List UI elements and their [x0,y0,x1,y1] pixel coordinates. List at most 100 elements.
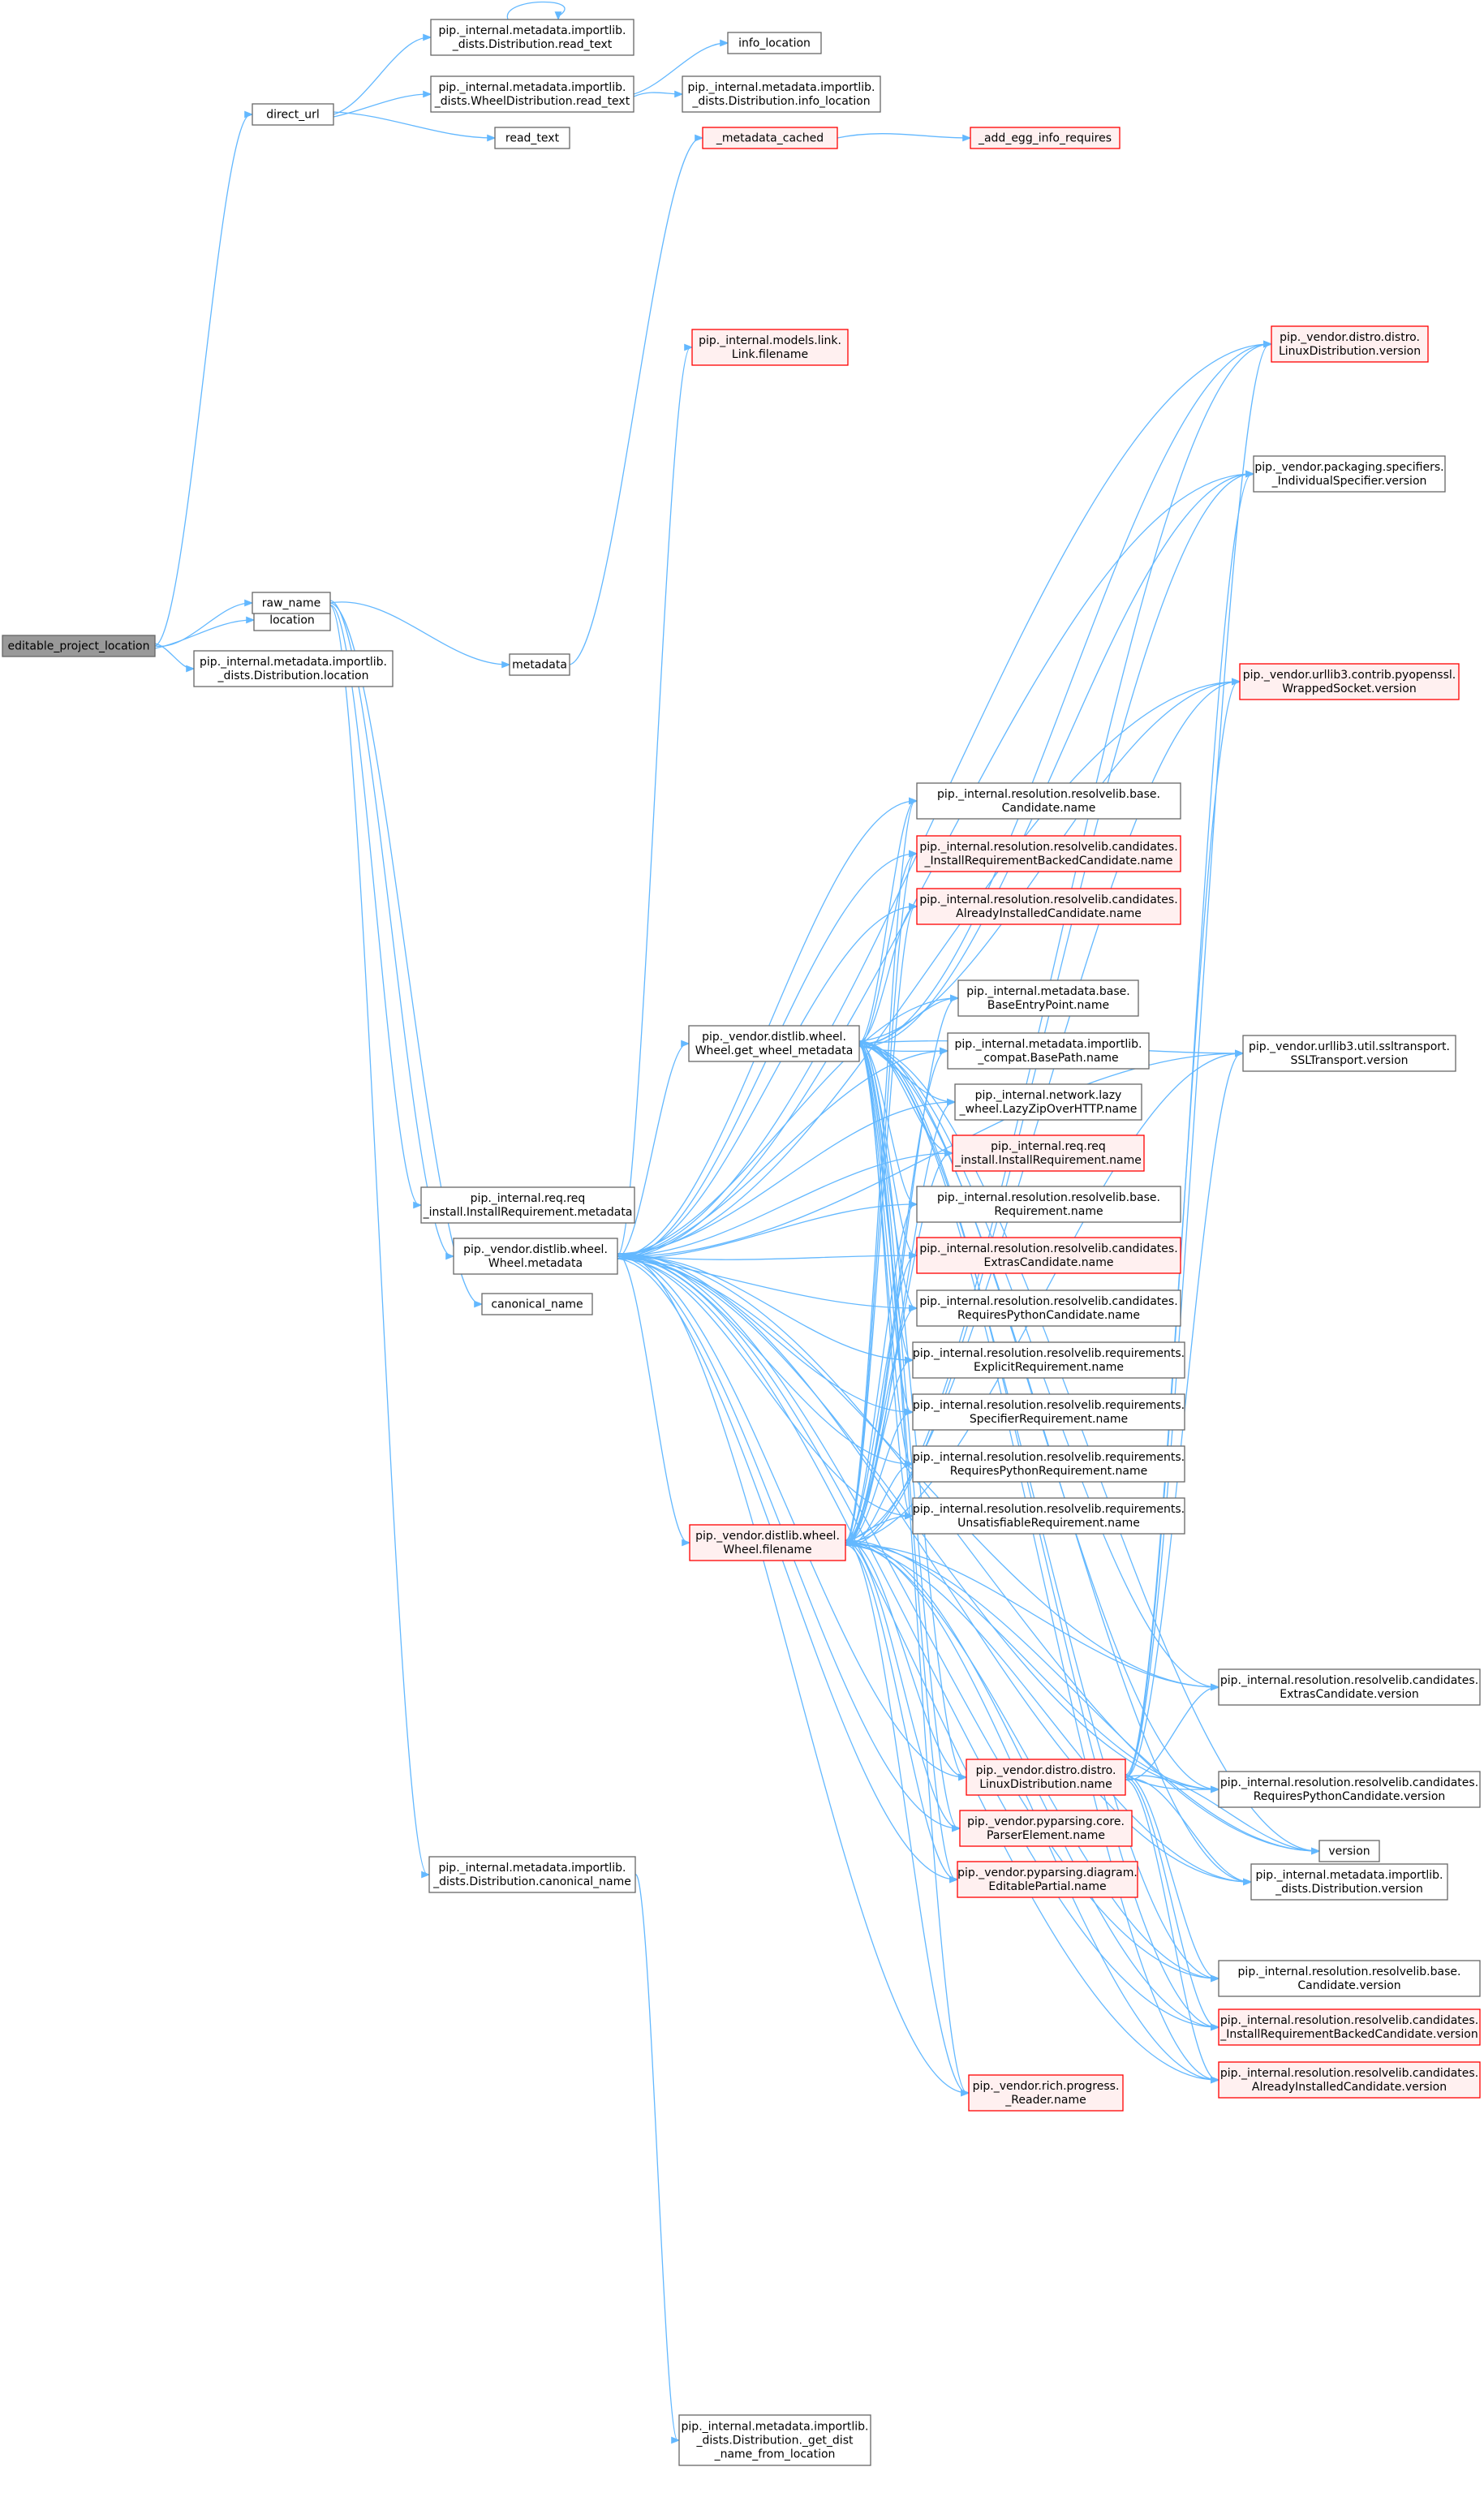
node-add-egg-info[interactable]: _add_egg_info_requires [970,127,1121,149]
node-reader-name[interactable]: pip._vendor.rich.progress._Reader.name [968,2074,1124,2112]
node-already-installed-version[interactable]: pip._internal.resolution.resolvelib.cand… [1218,2061,1481,2099]
node-info-location[interactable]: info_location [727,32,822,54]
node-already-installed-name[interactable]: pip._internal.resolution.resolvelib.cand… [916,888,1181,925]
edge-linux-dist-name-to-extras-candidate-version [1125,1683,1220,1780]
node-wrapped-socket-version[interactable]: pip._vendor.urllib3.contrib.pyopenssl.Wr… [1239,663,1460,700]
node-label: pip._internal.metadata.importlib. [439,1862,626,1875]
node-compat-basepath-name[interactable]: pip._internal.metadata.importlib._compat… [947,1032,1150,1070]
node-parser-element-name[interactable]: pip._vendor.pyparsing.core.ParserElement… [959,1810,1133,1847]
node-link-filename[interactable]: pip._internal.models.link.Link.filename [691,329,849,366]
node-read-text[interactable]: read_text [494,127,570,149]
edge-direct-url-to-wheeldist-read-text [333,90,432,118]
node-requires-python-candidate-version[interactable]: pip._internal.resolution.resolvelib.cand… [1218,1771,1481,1808]
edge-linux-dist-name-to-linux-dist-version [1125,340,1273,1778]
edge-root-to-location [154,616,256,649]
node-lazy-zip-name[interactable]: pip._internal.network.lazy_wheel.LazyZip… [954,1083,1142,1121]
node-label: BaseEntryPoint.name [987,999,1109,1012]
node-label: Wheel.get_wheel_metadata [695,1044,854,1057]
edge-get-wheel-metadata-to-specifier-req-name [858,1040,914,1416]
node-label: Wheel.filename [723,1543,811,1556]
node-dist-info-location[interactable]: pip._internal.metadata.importlib._dists.… [682,75,881,113]
node-root[interactable]: editable_project_location [2,635,156,657]
node-individual-specifier-version[interactable]: pip._vendor.packaging.specifiers._Indivi… [1253,455,1446,493]
node-label: pip._internal.metadata.base. [966,985,1129,998]
node-label: pip._internal.resolution.resolvelib.cand… [1220,2067,1478,2080]
node-label: pip._internal.metadata.importlib. [682,2421,869,2434]
node-candidate-version[interactable]: pip._internal.resolution.resolvelib.base… [1218,1960,1481,1997]
node-label: LinuxDistribution.name [979,1778,1112,1791]
edge-wheel-filename-to-linux-dist-name [845,1539,968,1781]
edge-get-wheel-metadata-to-requires-python-candidate-name [858,1043,918,1312]
node-label: _install.InstallRequirement.name [954,1154,1142,1167]
node-label: raw_name [262,597,321,610]
node-canonical-name[interactable]: canonical_name [481,1293,593,1315]
node-raw-name[interactable]: raw_name [252,592,331,614]
node-candidate-name[interactable]: pip._internal.resolution.resolvelib.base… [916,782,1181,820]
node-label: pip._internal.resolution.resolvelib.cand… [919,841,1177,854]
node-label: pip._internal.resolution.resolvelib.requ… [913,1503,1185,1516]
node-label: AlreadyInstalledCandidate.name [956,907,1142,920]
node-box [2,635,156,657]
node-box [952,1134,1145,1172]
node-wheeldist-read-text[interactable]: pip._internal.metadata.importlib._dists.… [430,75,634,113]
node-linux-dist-version[interactable]: pip._vendor.distro.distro.LinuxDistribut… [1271,325,1429,363]
node-label: _InstallRequirementBackedCandidate.versi… [1219,2028,1478,2041]
edge-root-to-direct-url [154,110,254,647]
node-label: pip._internal.resolution.resolvelib.requ… [913,1451,1185,1464]
node-label: _compat.BasePath.name [977,1052,1118,1065]
node-label: Candidate.name [1002,802,1096,815]
edge-wheel-filename-to-extras-candidate-name [845,1251,918,1541]
node-get-dist-name[interactable]: pip._internal.metadata.importlib._dists.… [678,2414,871,2466]
node-wheel-metadata[interactable]: pip._vendor.distlib.wheel.Wheel.metadata [453,1238,618,1275]
node-install-req-name[interactable]: pip._internal.req.req_install.InstallReq… [952,1134,1145,1172]
node-editable-partial-name[interactable]: pip._vendor.pyparsing.diagram.EditablePa… [957,1861,1138,1898]
nodes-layer: editable_project_location direct_url pip._… [2,19,1481,2466]
node-label: pip._vendor.distlib.wheel. [463,1243,608,1256]
node-box [1218,1771,1481,1808]
node-label: _add_egg_info_requires [978,132,1112,145]
node-unsatisfiable-req-name[interactable]: pip._internal.resolution.resolvelib.requ… [912,1497,1185,1535]
node-ssl-transport-version[interactable]: pip._vendor.urllib3.util.ssltransport.SS… [1242,1035,1456,1072]
node-dist-read-text[interactable]: pip._internal.metadata.importlib._dists.… [430,19,634,56]
edge-raw-name-to-wheel-metadata [329,600,455,1260]
node-direct-url[interactable]: direct_url [252,103,334,126]
node-metadata[interactable]: metadata [509,653,570,676]
node-linux-dist-name[interactable]: pip._vendor.distro.distro.LinuxDistribut… [966,1759,1126,1796]
node-box [481,1293,593,1315]
node-box [916,782,1181,820]
node-label: pip._internal.resolution.resolvelib.cand… [1220,2014,1478,2027]
node-extras-candidate-version[interactable]: pip._internal.resolution.resolvelib.cand… [1218,1668,1481,1706]
edge-wheel-filename-to-requires-python-candidate-version [845,1539,1220,1793]
node-explicit-req-name[interactable]: pip._internal.resolution.resolvelib.requ… [912,1341,1185,1379]
node-metadata-cached[interactable]: _metadata_cached [702,127,838,149]
node-box [702,127,838,149]
node-label: read_text [505,132,560,145]
node-label: pip._internal.network.lazy [975,1089,1122,1102]
node-label: RequiresPythonRequirement.name [950,1465,1147,1478]
node-wheel-filename[interactable]: pip._vendor.distlib.wheel.Wheel.filename [689,1524,846,1561]
node-specifier-req-name[interactable]: pip._internal.resolution.resolvelib.requ… [912,1393,1185,1431]
node-version[interactable]: version [1318,1840,1380,1862]
edge-wheel-metadata-to-wrapped-socket-version [617,678,1241,1255]
node-requires-python-req-name[interactable]: pip._internal.resolution.resolvelib.requ… [912,1445,1185,1483]
node-dist-location[interactable]: pip._internal.metadata.importlib._dists.… [193,650,394,687]
node-label: _dists.Distribution._get_dist [696,2435,854,2448]
node-label: pip._internal.metadata.importlib. [439,24,626,37]
node-req-metadata[interactable]: pip._internal.req.req_install.InstallReq… [420,1186,635,1224]
edge-get-wheel-metadata-to-candidate-name [858,797,918,1044]
node-extras-candidate-name[interactable]: pip._internal.resolution.resolvelib.cand… [916,1237,1181,1274]
node-box [252,592,331,614]
node-base-entry-point-name[interactable]: pip._internal.metadata.base.BaseEntryPoi… [957,979,1139,1017]
node-irb-candidate-version[interactable]: pip._internal.resolution.resolvelib.cand… [1218,2008,1481,2046]
edge-wheel-filename-to-compat-basepath-name [845,1047,949,1546]
node-label: _dists.Distribution.version [1275,1883,1423,1896]
node-requirement-name[interactable]: pip._internal.resolution.resolvelib.base… [916,1186,1181,1223]
node-irb-candidate-name[interactable]: pip._internal.resolution.resolvelib.cand… [916,835,1181,872]
edge-linux-dist-name-to-dist-version [1125,1778,1253,1886]
node-requires-python-candidate-name[interactable]: pip._internal.resolution.resolvelib.cand… [916,1289,1181,1327]
node-label: pip._internal.resolution.resolvelib.base… [937,788,1160,801]
node-box [1218,1668,1481,1706]
node-get-wheel-metadata[interactable]: pip._vendor.distlib.wheel.Wheel.get_whee… [688,1025,860,1062]
node-dist-version[interactable]: pip._internal.metadata.importlib._dists.… [1250,1863,1448,1901]
node-dist-canonical-name[interactable]: pip._internal.metadata.importlib._dists.… [428,1856,636,1893]
